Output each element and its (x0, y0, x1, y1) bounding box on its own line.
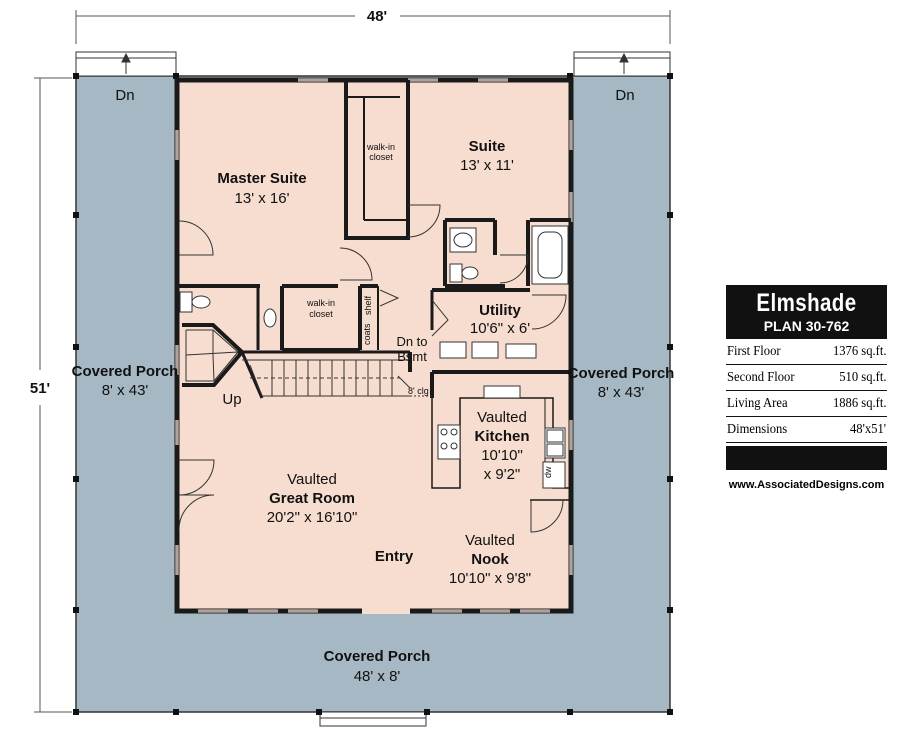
floor-plan: 48' 51' Dn (30, 8, 675, 727)
porch-front-size: 48' x 8' (354, 668, 401, 685)
walk-in-closet-label: walk-in closet (367, 142, 395, 162)
width-dimension (75, 10, 671, 44)
plan-info-bar (726, 446, 887, 470)
suite-size: 13' x 11' (460, 157, 514, 174)
entry-label: Entry (375, 548, 414, 565)
shelf-label: shelf (363, 295, 373, 315)
website-link[interactable]: www.AssociatedDesigns.com (728, 479, 885, 491)
porch-right-size: 8' x 43' (598, 384, 645, 401)
dishwasher-label: dw (543, 466, 553, 478)
porch-stair-left-label: Dn (115, 87, 134, 104)
porch-front-label: Covered Porch (324, 648, 431, 665)
nook-prefix: Vaulted (465, 532, 515, 549)
depth-dimension-label: 51' (30, 380, 50, 397)
master-suite-label: Master Suite (217, 170, 306, 187)
row-value: 1376 sq.ft. (832, 344, 886, 359)
ceiling-note: 8' clg (408, 386, 429, 396)
row-label: First Floor (727, 344, 781, 359)
door-swings (178, 204, 567, 533)
kitchen-size-2: x 9'2" (484, 466, 521, 483)
width-dimension-label: 48' (367, 8, 387, 25)
plan-info-row: First Floor 1376 sq.ft. (726, 339, 887, 365)
plan-info-row: Second Floor 510 sq.ft. (726, 365, 887, 391)
depth-dimension (34, 77, 72, 713)
row-value: 48'x51' (849, 422, 886, 437)
great-room-size: 20'2" x 16'10" (267, 509, 358, 526)
plan-info-panel: Elmshade PLAN 30-762 First Floor 1376 sq… (726, 285, 887, 491)
porch-stair-arrow-right-icon (619, 52, 629, 74)
great-room-label: Great Room (269, 490, 355, 507)
coats-label: coats (362, 323, 372, 345)
walk-in-closet-2-label: walk-in closet (307, 298, 335, 319)
porch-left-size: 8' x 43' (102, 382, 149, 399)
kitchen-size-1: 10'10" (481, 447, 523, 464)
master-suite-size: 13' x 16' (235, 190, 290, 207)
interior-walls (176, 80, 571, 501)
porch-stair-right-label: Dn (615, 87, 634, 104)
porch-left-label: Covered Porch (72, 363, 179, 380)
row-label: Second Floor (727, 370, 795, 385)
row-value: 510 sq.ft. (838, 370, 886, 385)
plan-info-row: Living Area 1886 sq.ft. (726, 391, 887, 417)
porch-right-label: Covered Porch (568, 365, 675, 382)
stairs-down-label: Dn to Bsmt (396, 334, 427, 364)
kitchen-label: Kitchen (474, 428, 529, 445)
utility-size: 10'6" x 6' (470, 320, 530, 337)
plan-name: Elmshade (756, 289, 857, 317)
kitchen-prefix: Vaulted (477, 409, 527, 426)
row-value: 1886 sq.ft. (832, 396, 886, 411)
nook-label: Nook (471, 551, 509, 568)
plumbing-fixtures (179, 225, 569, 489)
row-label: Dimensions (727, 422, 788, 437)
porch-stair-arrow-left-icon (121, 52, 131, 74)
plan-info-header: Elmshade PLAN 30-762 (726, 285, 887, 339)
great-room-prefix: Vaulted (287, 471, 337, 488)
nook-size: 10'10" x 9'8" (449, 570, 531, 587)
interior-area (177, 80, 571, 611)
plan-number: PLAN 30-762 (763, 318, 850, 334)
row-label: Living Area (727, 396, 788, 411)
stairs-up-label: Up (222, 391, 241, 408)
window-sills (176, 79, 572, 612)
suite-label: Suite (469, 138, 506, 155)
staircase (185, 329, 432, 397)
utility-label: Utility (479, 302, 521, 319)
plan-info-row: Dimensions 48'x51' (726, 417, 887, 443)
